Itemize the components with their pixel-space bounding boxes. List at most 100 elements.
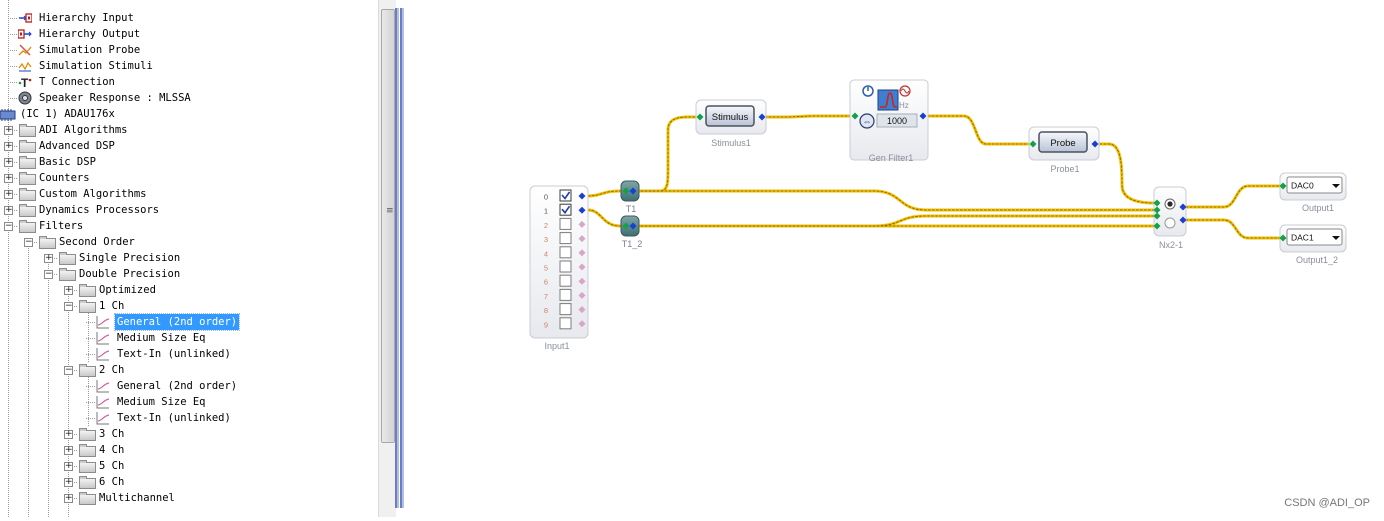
probe-input-pin[interactable] [1029, 140, 1037, 148]
tree-item-5-ch[interactable]: +5 Ch [0, 458, 378, 474]
tree-item-counters[interactable]: +Counters [0, 170, 378, 186]
input-output-pin[interactable] [578, 320, 586, 328]
input-output-pin[interactable] [578, 220, 586, 228]
input-channel-checkbox[interactable] [559, 317, 572, 330]
expand-icon[interactable]: + [4, 141, 13, 151]
collapse-icon[interactable]: − [4, 221, 13, 231]
probe-block[interactable]: Probe Probe1 [1028, 126, 1100, 174]
stimulus-button[interactable] [705, 105, 755, 127]
tree-item-medium-size-eq[interactable]: Medium Size Eq [0, 394, 378, 410]
switch-input-pin[interactable] [1153, 206, 1161, 214]
tree-item-ic-1-adau176x[interactable]: (IC 1) ADAU176x [0, 106, 378, 122]
expand-icon[interactable]: + [4, 205, 13, 215]
tree-item-medium-size-eq[interactable]: Medium Size Eq [0, 330, 378, 346]
input-output-pin[interactable] [578, 206, 586, 214]
output1-2-input-pin[interactable] [1279, 234, 1287, 242]
probe-button[interactable] [1038, 131, 1088, 153]
stimulus-block[interactable]: Stimulus Stimulus1 [695, 99, 767, 148]
input-output-pin[interactable] [578, 291, 586, 299]
tree-item-text-in-unlinked[interactable]: Text-In (unlinked) [0, 410, 378, 426]
tree-item-6-ch[interactable]: +6 Ch [0, 474, 378, 490]
input-channel-checkbox[interactable] [559, 203, 572, 216]
panel-splitter[interactable] [395, 8, 405, 508]
tree-item-hierarchy-output[interactable]: Hierarchy Output [0, 26, 378, 42]
input-channel-checkbox[interactable] [559, 274, 572, 287]
input-channel-checkbox[interactable] [559, 260, 572, 273]
collapse-icon[interactable]: − [64, 301, 73, 311]
tree-item-speaker-response-mlssa[interactable]: Speaker Response : MLSSA [0, 90, 378, 106]
tree-item-adi-algorithms[interactable]: +ADI Algorithms [0, 122, 378, 138]
input-output-pin[interactable] [578, 277, 586, 285]
tree-item-double-precision[interactable]: −Double Precision [0, 266, 378, 282]
expand-icon[interactable]: + [44, 253, 53, 263]
input-channel-checkbox[interactable] [559, 232, 572, 245]
gen-filter-value-box[interactable] [876, 113, 918, 128]
tree-item-text-in-unlinked[interactable]: Text-In (unlinked) [0, 346, 378, 362]
scrollbar-thumb[interactable]: ≡ [381, 9, 395, 443]
t1_2-output-pin[interactable] [629, 222, 637, 230]
collapse-icon[interactable]: − [44, 269, 53, 279]
output1-2-select[interactable] [1286, 228, 1343, 246]
output1-2-block[interactable]: DAC1 Output1_2 [1279, 224, 1347, 265]
tree-item-multichannel[interactable]: +Multichannel [0, 490, 378, 506]
input-channel-checkbox[interactable] [559, 246, 572, 259]
output1-input-pin[interactable] [1279, 182, 1287, 190]
switch-output-pin[interactable] [1179, 203, 1187, 211]
expand-icon[interactable]: + [4, 125, 13, 135]
expand-icon[interactable]: + [64, 429, 73, 439]
t1-input-pin[interactable] [622, 187, 630, 195]
tree-item-general-2nd-order[interactable]: General (2nd order) [0, 313, 378, 331]
tree-item-4-ch[interactable]: +4 Ch [0, 442, 378, 458]
input-channel-checkbox[interactable] [559, 288, 572, 301]
input-output-pin[interactable] [578, 263, 586, 271]
tree-item-2-ch[interactable]: −2 Ch [0, 362, 378, 378]
switch-input-pin[interactable] [1153, 212, 1161, 220]
gen-filter-input-pin[interactable] [851, 112, 859, 120]
input-output-pin[interactable] [578, 235, 586, 243]
input-channel-checkbox[interactable] [559, 217, 572, 230]
input-channel-checkbox[interactable] [559, 303, 572, 316]
stimulus-input-pin[interactable] [696, 113, 704, 121]
expand-icon[interactable]: + [64, 285, 73, 295]
tree-item-filters[interactable]: −Filters [0, 218, 378, 234]
switch-radio-2[interactable] [1164, 217, 1176, 229]
t1-output-pin[interactable] [629, 187, 637, 195]
stimulus-output-pin[interactable] [758, 113, 766, 121]
expand-icon[interactable]: + [64, 445, 73, 455]
expand-icon[interactable]: + [4, 173, 13, 183]
output1-block[interactable]: DAC0 Output1 [1279, 172, 1347, 213]
collapse-icon[interactable]: − [64, 365, 73, 375]
tree-item-advanced-dsp[interactable]: +Advanced DSP [0, 138, 378, 154]
t-connection-t1_2[interactable]: T1_2 [620, 215, 642, 249]
tree-item-second-order[interactable]: −Second Order [0, 234, 378, 250]
input-output-pin[interactable] [578, 249, 586, 257]
expand-icon[interactable]: + [4, 157, 13, 167]
tree-item-optimized[interactable]: +Optimized [0, 282, 378, 298]
tree-item-custom-algorithms[interactable]: +Custom Algorithms [0, 186, 378, 202]
tree-item-1-ch[interactable]: −1 Ch [0, 298, 378, 314]
tree-item-hierarchy-input[interactable]: Hierarchy Input [0, 10, 378, 26]
expand-icon[interactable]: + [64, 461, 73, 471]
tree-item-basic-dsp[interactable]: +Basic DSP [0, 154, 378, 170]
t1_2-input-pin[interactable] [622, 222, 630, 230]
tree-item-single-precision[interactable]: +Single Precision [0, 250, 378, 266]
output1-select[interactable] [1286, 176, 1343, 194]
collapse-icon[interactable]: − [24, 237, 33, 247]
expand-icon[interactable]: + [64, 493, 73, 503]
probe-output-pin[interactable] [1091, 140, 1099, 148]
tree-item-3-ch[interactable]: +3 Ch [0, 426, 378, 442]
switch-input-pin[interactable] [1153, 199, 1161, 207]
gen-filter-block[interactable]: Hz ⇔ 1000 Gen Filter1 [849, 79, 929, 163]
t-connection-t1[interactable]: T1 [620, 180, 640, 214]
expand-icon[interactable]: + [4, 189, 13, 199]
tree-item-dynamics-processors[interactable]: +Dynamics Processors [0, 202, 378, 218]
switch-block[interactable]: Nx2-1 [1153, 186, 1187, 250]
tree-item-simulation-stimuli[interactable]: Simulation Stimuli [0, 58, 378, 74]
input-output-pin[interactable] [578, 192, 586, 200]
input-output-pin[interactable] [578, 306, 586, 314]
link-icon[interactable] [859, 113, 875, 129]
switch-output-pin[interactable] [1179, 216, 1187, 224]
